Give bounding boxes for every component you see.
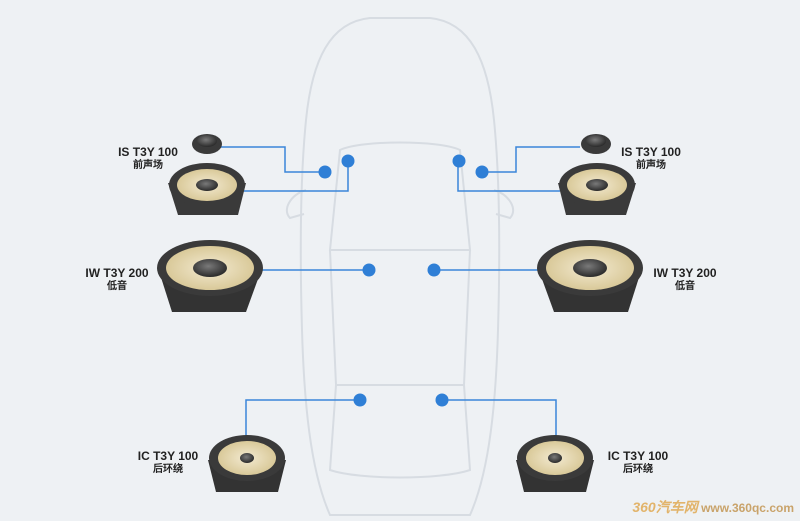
label-mid-left-model: IW T3Y 200 — [85, 266, 149, 280]
watermark-brand: 360汽车网 — [632, 499, 698, 515]
speaker-rear-left — [208, 435, 286, 492]
label-rear-right-role: 后环绕 — [623, 464, 653, 475]
label-front-right-model: IS T3Y 100 — [621, 145, 681, 159]
label-mid-right-role: 低音 — [675, 281, 695, 292]
speaker-front-right-tweeter — [581, 134, 611, 154]
speaker-rear-right — [516, 435, 594, 492]
callout-line-front-right-tweeter — [482, 146, 580, 173]
label-rear-right: IC T3Y 100 后环绕 — [604, 449, 672, 477]
label-rear-left: IC T3Y 100 后环绕 — [134, 449, 202, 477]
callout-dot-rear-right — [435, 393, 449, 407]
callout-line-front-left-mid — [240, 161, 349, 192]
label-mid-left-role: 低音 — [107, 281, 127, 292]
label-rear-left-role: 后环绕 — [153, 464, 183, 475]
watermark-url: www.360qc.com — [701, 501, 794, 515]
label-rear-right-model: IC T3Y 100 — [607, 449, 669, 463]
label-front-right-role: 前声场 — [636, 160, 666, 171]
speaker-front-left-mid — [168, 163, 246, 215]
label-front-right: IS T3Y 100 前声场 — [620, 145, 682, 173]
label-front-left-role: 前声场 — [133, 160, 163, 171]
speaker-mid-right-woofer — [537, 240, 643, 312]
callout-dots — [318, 154, 489, 407]
label-rear-left-model: IC T3Y 100 — [137, 449, 199, 463]
callout-dot-mid-left — [362, 263, 376, 277]
callout-lines — [220, 146, 580, 440]
callout-dot-front-left-tweeter — [318, 165, 332, 179]
callout-line-rear-left — [245, 399, 360, 440]
callout-dot-mid-right — [427, 263, 441, 277]
callout-dot-front-left-mid — [341, 154, 355, 168]
callout-dot-rear-left — [353, 393, 367, 407]
callout-dot-front-right-mid — [452, 154, 466, 168]
speaker-front-right-mid — [558, 163, 636, 215]
label-mid-left: IW T3Y 200 低音 — [82, 266, 152, 294]
speaker-mid-left-woofer — [157, 240, 263, 312]
callout-dot-front-right-tweeter — [475, 165, 489, 179]
label-mid-right: IW T3Y 200 低音 — [650, 266, 720, 294]
speaker-front-left-tweeter — [192, 134, 222, 154]
callout-line-front-right-mid — [457, 161, 560, 192]
label-front-left-model: IS T3Y 100 — [118, 145, 178, 159]
label-front-left: IS T3Y 100 前声场 — [118, 145, 178, 173]
callout-line-front-left-tweeter — [220, 146, 324, 173]
label-mid-right-model: IW T3Y 200 — [653, 266, 717, 280]
watermark: 360汽车网 www.360qc.com — [632, 497, 794, 517]
callout-line-rear-right — [442, 399, 557, 440]
car-outline — [285, 17, 515, 516]
